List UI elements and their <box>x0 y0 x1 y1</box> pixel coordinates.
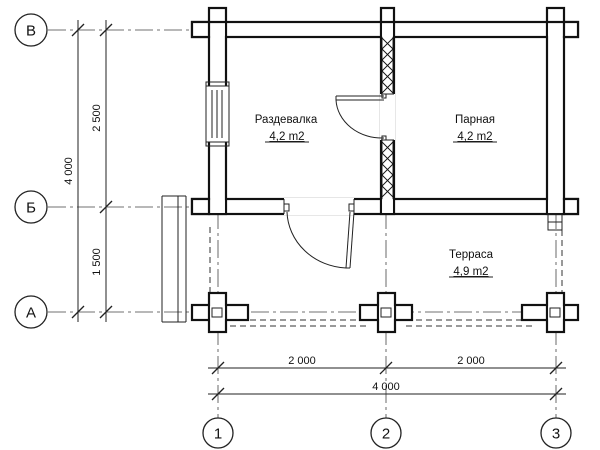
axis-bubble-row-b: В <box>14 13 48 47</box>
room-labels: Раздевалка 4,2 m2 Парная 4,2 m2 Терраса … <box>255 114 495 278</box>
svg-text:3: 3 <box>552 426 560 443</box>
axis-bubble-row-a: А <box>14 295 48 329</box>
room-area-steam: 4,2 m2 <box>457 131 492 143</box>
insulation-hatch-line <box>381 70 394 83</box>
door-terrace <box>283 198 355 269</box>
insulation-hatch-line <box>381 174 394 187</box>
svg-text:1: 1 <box>214 426 222 443</box>
insulation-hatch-line <box>381 48 394 61</box>
terrace-posts <box>190 213 580 334</box>
insulation-hatch-line <box>381 37 394 50</box>
svg-text:А: А <box>26 305 36 322</box>
room-name-dressing: Раздевалка <box>255 114 318 126</box>
insulation-hatch-line <box>381 141 394 154</box>
dim-vertical-lower: 1 500 <box>91 248 103 276</box>
axis-bubble-col-1: 1 <box>202 417 234 449</box>
horizontal-dimensions: 2 000 2 000 4 000 <box>208 355 566 401</box>
door-steam-room <box>335 93 395 141</box>
column-bubbles: 1 2 3 <box>202 417 572 449</box>
axis-bubble-col-2: 2 <box>370 417 402 449</box>
insulation-hatch-line <box>381 185 394 198</box>
axis-bubble-row-be: Б <box>14 190 48 224</box>
room-name-terrace: Терраса <box>449 249 494 261</box>
room-name-steam: Парная <box>455 114 495 126</box>
svg-text:В: В <box>26 23 36 40</box>
vertical-dimensions: 4 000 2 500 1 500 <box>63 20 113 322</box>
post-right <box>520 291 580 334</box>
wall-right <box>545 20 566 216</box>
wall-joints <box>190 6 580 216</box>
dim-horizontal-right: 2 000 <box>457 355 485 367</box>
insulation-hatch-line <box>381 163 394 176</box>
dim-horizontal-total: 4 000 <box>372 381 400 393</box>
dim-vertical-upper: 2 500 <box>91 104 103 132</box>
terrace-outline <box>209 227 563 327</box>
window-left <box>205 81 230 147</box>
row-bubbles: В Б А <box>14 13 48 329</box>
room-area-dressing: 4,2 m2 <box>269 131 304 143</box>
insulation-hatch-line <box>381 81 394 94</box>
post-left <box>190 291 250 334</box>
dim-vertical-total: 4 000 <box>63 157 75 185</box>
partition-insulation <box>381 37 394 199</box>
insulation-hatch-line <box>381 59 394 72</box>
insulation-hatch-line <box>381 152 394 165</box>
post-center <box>358 291 414 334</box>
room-area-terrace: 4,9 m2 <box>453 266 488 278</box>
axis-bubble-col-3: 3 <box>540 417 572 449</box>
svg-text:2: 2 <box>382 426 390 443</box>
dim-horizontal-left: 2 000 <box>288 355 316 367</box>
svg-text:Б: Б <box>26 200 36 217</box>
terrace-front-boards <box>161 195 187 323</box>
